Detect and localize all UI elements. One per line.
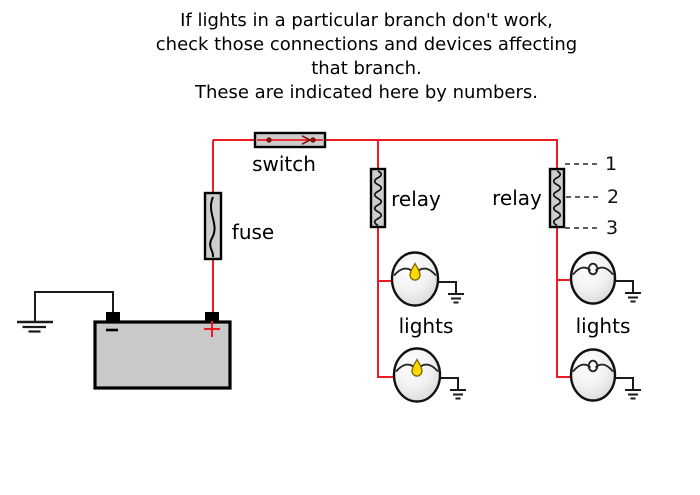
bulb-ground-symbol [624, 389, 642, 400]
switch-symbol [253, 131, 327, 149]
light-bulb-right-top [569, 251, 642, 305]
light-bulb-right-bottom [569, 348, 642, 402]
switch-contact-right-icon [310, 137, 316, 143]
light-bulb-left-top [390, 251, 465, 307]
branch-number-3: 3 [605, 217, 619, 239]
bulb-ground-symbol [449, 389, 467, 400]
instruction-line-1: If lights in a particular branch don't w… [180, 10, 553, 31]
switch-label: switch [252, 152, 316, 176]
lights-right-label: lights [575, 314, 631, 338]
instruction-line-2: check those connections and devices affe… [155, 34, 578, 55]
relay-right-symbol [548, 167, 566, 229]
relay-coil-icon [373, 170, 383, 227]
battery-symbol [93, 312, 232, 390]
fuse-symbol [203, 191, 223, 261]
battery-plus-sign [204, 321, 220, 337]
branch-number-2: 2 [606, 186, 620, 208]
battery-positive-terminal [205, 312, 219, 323]
instruction-line-3: that branch. [311, 58, 422, 79]
switch-contact-left-icon [266, 137, 272, 143]
switch-arrow-icon [301, 135, 312, 145]
chassis-ground-symbol [17, 291, 114, 333]
fuse-label: fuse [231, 220, 275, 244]
light-bulb-left-bottom [392, 347, 467, 403]
battery-negative-terminal [106, 312, 120, 323]
lights-left-label: lights [398, 314, 454, 338]
wire-right-relay-to-lights [556, 227, 573, 378]
relay-left-label: relay [391, 187, 441, 211]
bulb-ground-symbol [624, 292, 642, 303]
branch-number-1: 1 [604, 153, 618, 175]
wire-left-relay-to-lights [377, 227, 395, 378]
instruction-line-4: These are indicated here by numbers. [195, 82, 538, 103]
fuse-element-icon [209, 196, 216, 258]
instruction-text: If lights in a particular branch don't w… [33, 9, 700, 105]
relay-right-label: relay [492, 186, 542, 210]
relay-left-symbol [369, 167, 387, 229]
relay-coil-icon [552, 170, 562, 227]
bulb-ground-symbol [447, 293, 465, 304]
